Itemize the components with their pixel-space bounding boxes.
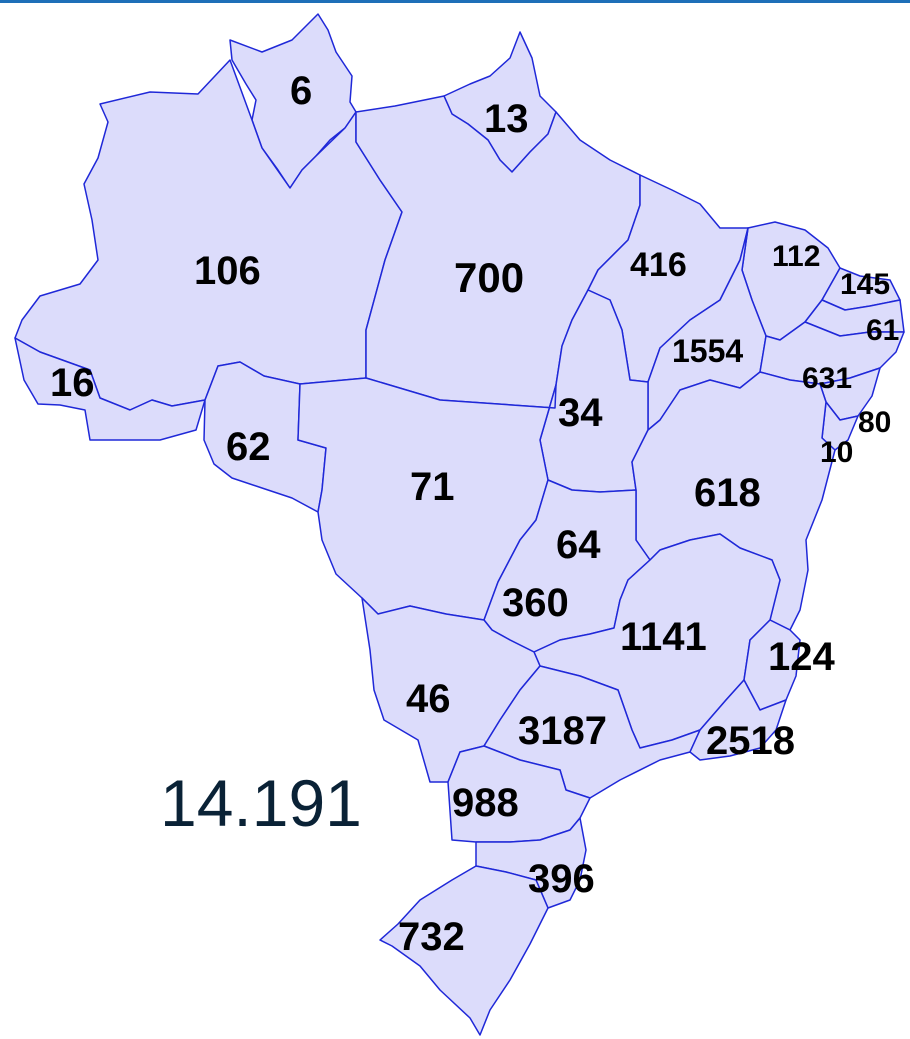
state-shapes <box>14 13 905 1036</box>
top-rule <box>0 0 910 3</box>
state-value-to: 34 <box>558 391 603 435</box>
state-value-ap: 13 <box>484 97 529 141</box>
state-value-ac: 16 <box>50 361 95 405</box>
state-value-mg: 1141 <box>620 615 707 659</box>
state-rj <box>689 679 787 761</box>
state-value-pa: 700 <box>454 254 524 301</box>
state-value-sc: 396 <box>528 857 595 901</box>
state-rs <box>379 865 549 1036</box>
state-value-df: 64 <box>556 523 601 567</box>
state-value-sp: 3187 <box>518 709 607 753</box>
total-count: 14.191 <box>160 766 362 840</box>
state-value-rs: 732 <box>398 915 465 959</box>
state-value-se: 10 <box>820 436 853 469</box>
state-value-pb: 61 <box>866 314 899 347</box>
state-value-go: 360 <box>502 581 569 625</box>
state-value-pi: 1554 <box>672 333 743 369</box>
state-value-mt: 71 <box>410 465 455 509</box>
state-value-es: 124 <box>768 635 835 679</box>
state-value-pr: 988 <box>452 781 519 825</box>
state-value-ro: 62 <box>226 425 271 469</box>
state-value-al: 80 <box>858 406 891 439</box>
state-value-ma: 416 <box>630 246 687 284</box>
state-value-rj: 2518 <box>706 719 795 763</box>
state-value-ba: 618 <box>694 471 761 515</box>
state-value-rn: 145 <box>840 268 890 301</box>
state-value-ce: 112 <box>772 240 820 273</box>
state-sp <box>483 665 701 799</box>
state-value-pe: 631 <box>802 362 852 395</box>
state-ac <box>14 337 206 441</box>
state-value-ms: 46 <box>406 677 451 721</box>
state-value-am: 106 <box>194 249 261 293</box>
state-value-rr: 6 <box>290 69 312 113</box>
